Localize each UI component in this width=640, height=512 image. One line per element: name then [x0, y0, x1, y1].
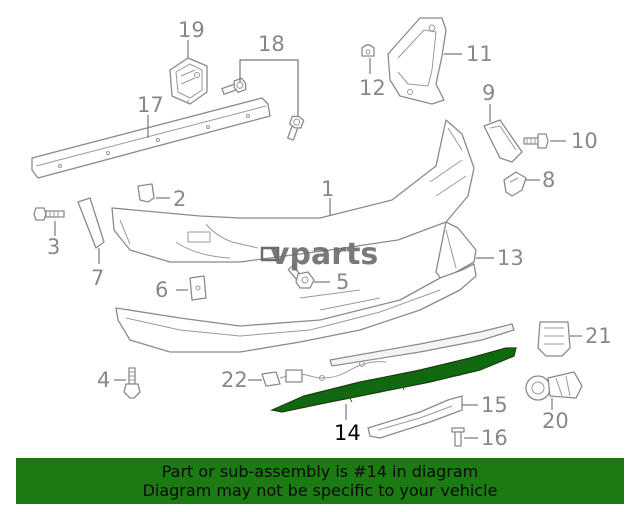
banner-background — [16, 458, 624, 504]
banner-line-2: Diagram may not be specific to your vehi… — [142, 481, 498, 500]
callout-14: 14 — [334, 421, 361, 445]
callout-15: 15 — [481, 393, 508, 417]
part-2-clip — [137, 183, 155, 203]
vparts-watermark: vparts — [260, 237, 378, 272]
part-4-bolt — [123, 367, 141, 399]
info-banner: Part or sub-assembly is #14 in diagram D… — [16, 458, 624, 504]
callout-13: 13 — [497, 246, 524, 270]
callout-9: 9 — [482, 81, 495, 105]
part-8-bracket — [503, 171, 527, 197]
callout-11: 11 — [466, 42, 493, 66]
callout-22: 22 — [221, 368, 248, 392]
callout-7: 7 — [91, 266, 104, 290]
callout-16: 16 — [481, 426, 508, 450]
watermark-text: vparts — [270, 237, 378, 272]
callout-6: 6 — [155, 278, 168, 302]
part-16-clip — [451, 427, 465, 447]
part-lower-cover — [115, 263, 477, 353]
part-12-clip — [361, 44, 375, 57]
callout-1: 1 — [321, 177, 334, 201]
part-3-bolt — [33, 207, 65, 221]
part-9-retainer — [483, 119, 523, 163]
callout-8: 8 — [542, 168, 555, 192]
callout-10: 10 — [571, 129, 598, 153]
banner-line-1: Part or sub-assembly is #14 in diagram — [161, 462, 479, 481]
part-11-side-bracket — [387, 17, 447, 105]
part-20-sensor — [525, 371, 583, 401]
leader-18 — [239, 59, 299, 116]
callout-21: 21 — [585, 324, 612, 348]
callout-20: 20 — [542, 409, 569, 433]
part-19-bracket — [169, 57, 208, 105]
part-22-harness — [261, 361, 387, 387]
callout-5: 5 — [336, 270, 349, 294]
part-7-trim-strip — [77, 197, 105, 249]
part-1-bumper-cover — [111, 119, 475, 263]
part-5-bolt — [287, 265, 315, 289]
callout-2: 2 — [173, 187, 186, 211]
callout-19: 19 — [178, 18, 205, 42]
callout-3: 3 — [47, 235, 60, 259]
callout-17: 17 — [137, 93, 164, 117]
callout-18: 18 — [258, 32, 285, 56]
part-15-lower-bracket — [367, 395, 463, 439]
part-17-reinforcement — [31, 97, 271, 179]
callout-4: 4 — [97, 368, 110, 392]
part-10-screw — [523, 133, 549, 149]
part-14-highlighted[interactable] — [270, 347, 517, 413]
part-21-sensor-retainer — [537, 321, 571, 357]
part-18-bolts — [221, 77, 305, 141]
part-6-clip — [189, 275, 207, 301]
callout-12: 12 — [359, 76, 386, 100]
